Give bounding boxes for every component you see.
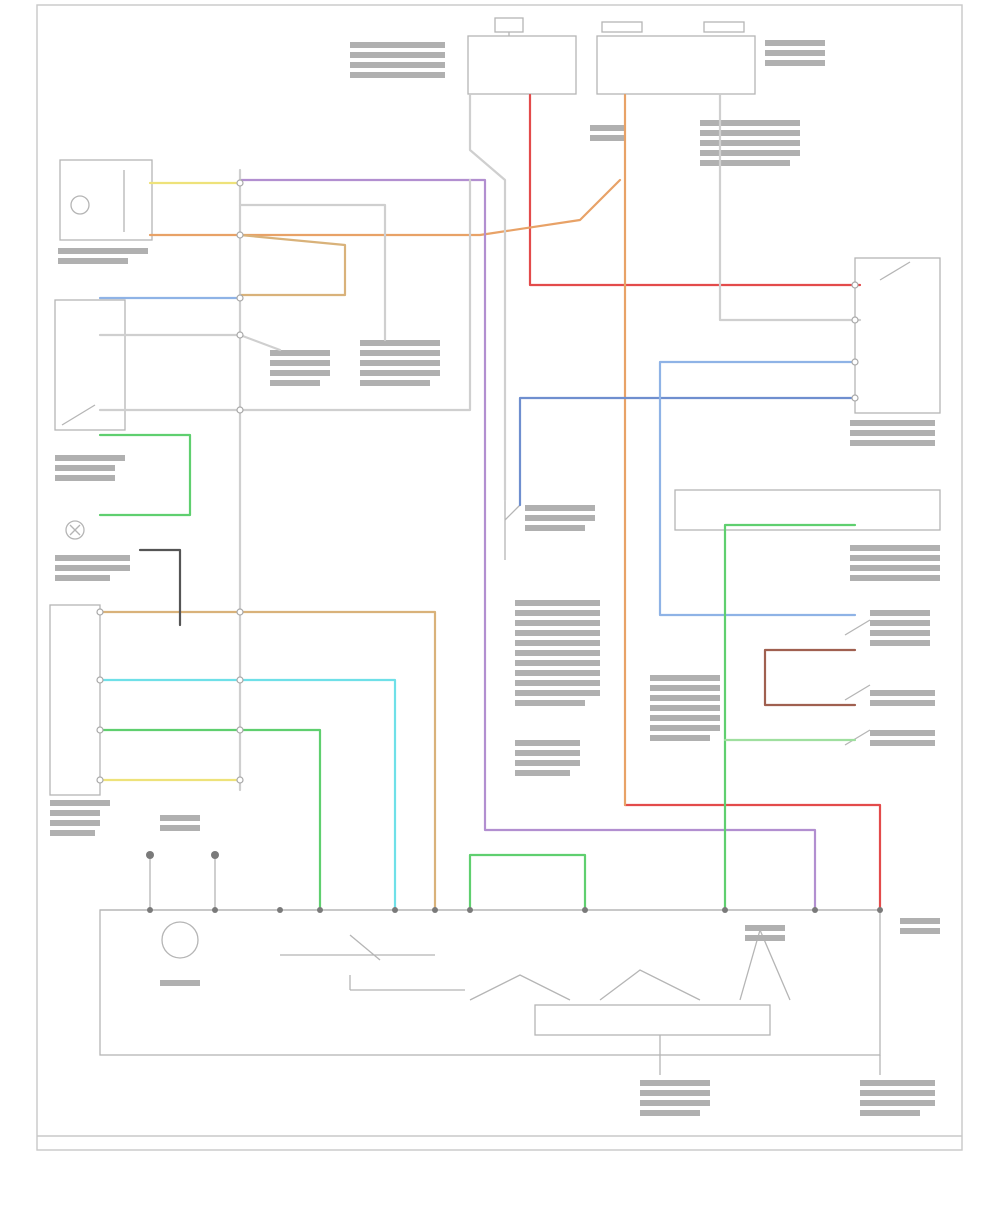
wire-green-bottom <box>468 853 587 912</box>
wire-green-right <box>723 523 857 912</box>
wire-green-low <box>98 728 322 912</box>
bottom-ground-labels <box>640 918 940 1116</box>
wire-orange-upper <box>148 178 622 237</box>
left-lamp <box>55 520 130 581</box>
right-lower-switch-1 <box>844 610 930 646</box>
wire-gray-4 <box>468 93 507 502</box>
bottom-relay-coil <box>280 934 465 991</box>
wire-gray-5 <box>718 93 862 322</box>
upper-center-label-blocks <box>270 120 800 386</box>
left-sensor-module <box>58 159 153 264</box>
top-label-blocks <box>350 40 825 78</box>
wire-tan <box>238 233 347 297</box>
wire-red-lower <box>623 803 882 912</box>
wire-gray-2 <box>98 333 282 352</box>
center-label-block <box>515 600 600 776</box>
top-right-fuse-block <box>596 21 756 95</box>
wire-dark <box>138 548 182 627</box>
wire-gray-3 <box>98 178 472 412</box>
right-mid-connector <box>674 489 941 581</box>
wire-tan-mid <box>98 610 437 912</box>
left-switch-module <box>54 299 126 481</box>
left-lower-connector <box>49 604 110 836</box>
wire-blue <box>518 396 857 507</box>
wire-red <box>528 93 862 287</box>
center-switch <box>504 500 595 560</box>
diagram-frame <box>36 4 963 1151</box>
top-left-fuse-block <box>467 17 577 95</box>
wire-purple <box>238 178 817 912</box>
wire-gray-1 <box>238 203 387 342</box>
bottom-actuators <box>469 925 791 1036</box>
wires <box>98 93 882 912</box>
right-lower-switch-2 <box>844 684 935 746</box>
wire-green <box>98 433 192 517</box>
bottom-harness <box>99 815 940 1116</box>
right-center-label-block <box>650 675 720 741</box>
right-relay-block <box>850 257 941 446</box>
connector-pins <box>96 179 883 913</box>
wire-cyan <box>98 678 397 912</box>
wire-brown <box>763 648 857 707</box>
bottom-lamp <box>149 815 216 986</box>
wire-light-blue <box>658 360 857 617</box>
